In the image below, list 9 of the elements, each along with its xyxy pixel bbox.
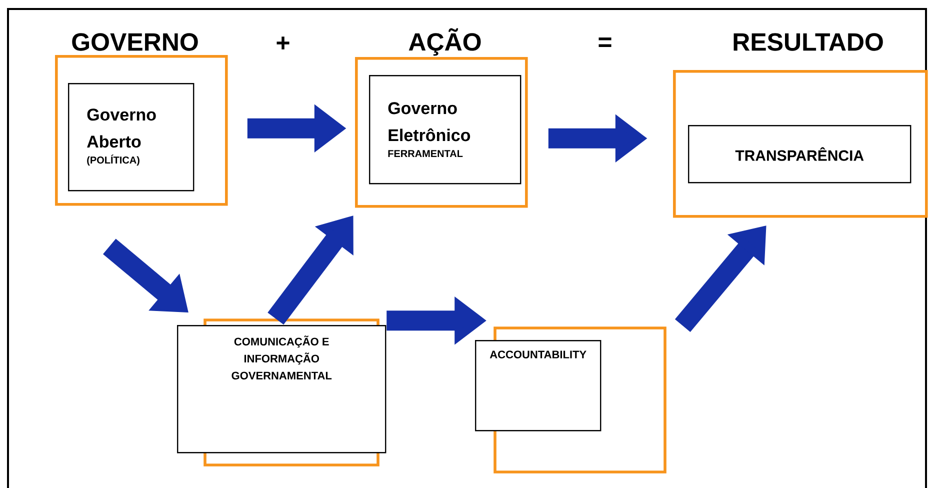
text-box: Governo Eletrônico FERRAMENTAL (369, 75, 522, 184)
text-box: ACCOUNTABILITY (475, 326, 666, 474)
text-box: TRANSPARÊNCIA (688, 125, 912, 184)
equals-sign: = (598, 38, 612, 47)
text-box: Governo Aberto (POLÍTICA) (68, 83, 194, 192)
plus-sign: + (276, 36, 290, 50)
text-box: COMUNICAÇÃO E INFORMAÇÃO GOVERNAMENTAL (177, 318, 386, 466)
heading: GOVERNO (72, 33, 198, 51)
heading: RESULTADO (734, 33, 883, 51)
